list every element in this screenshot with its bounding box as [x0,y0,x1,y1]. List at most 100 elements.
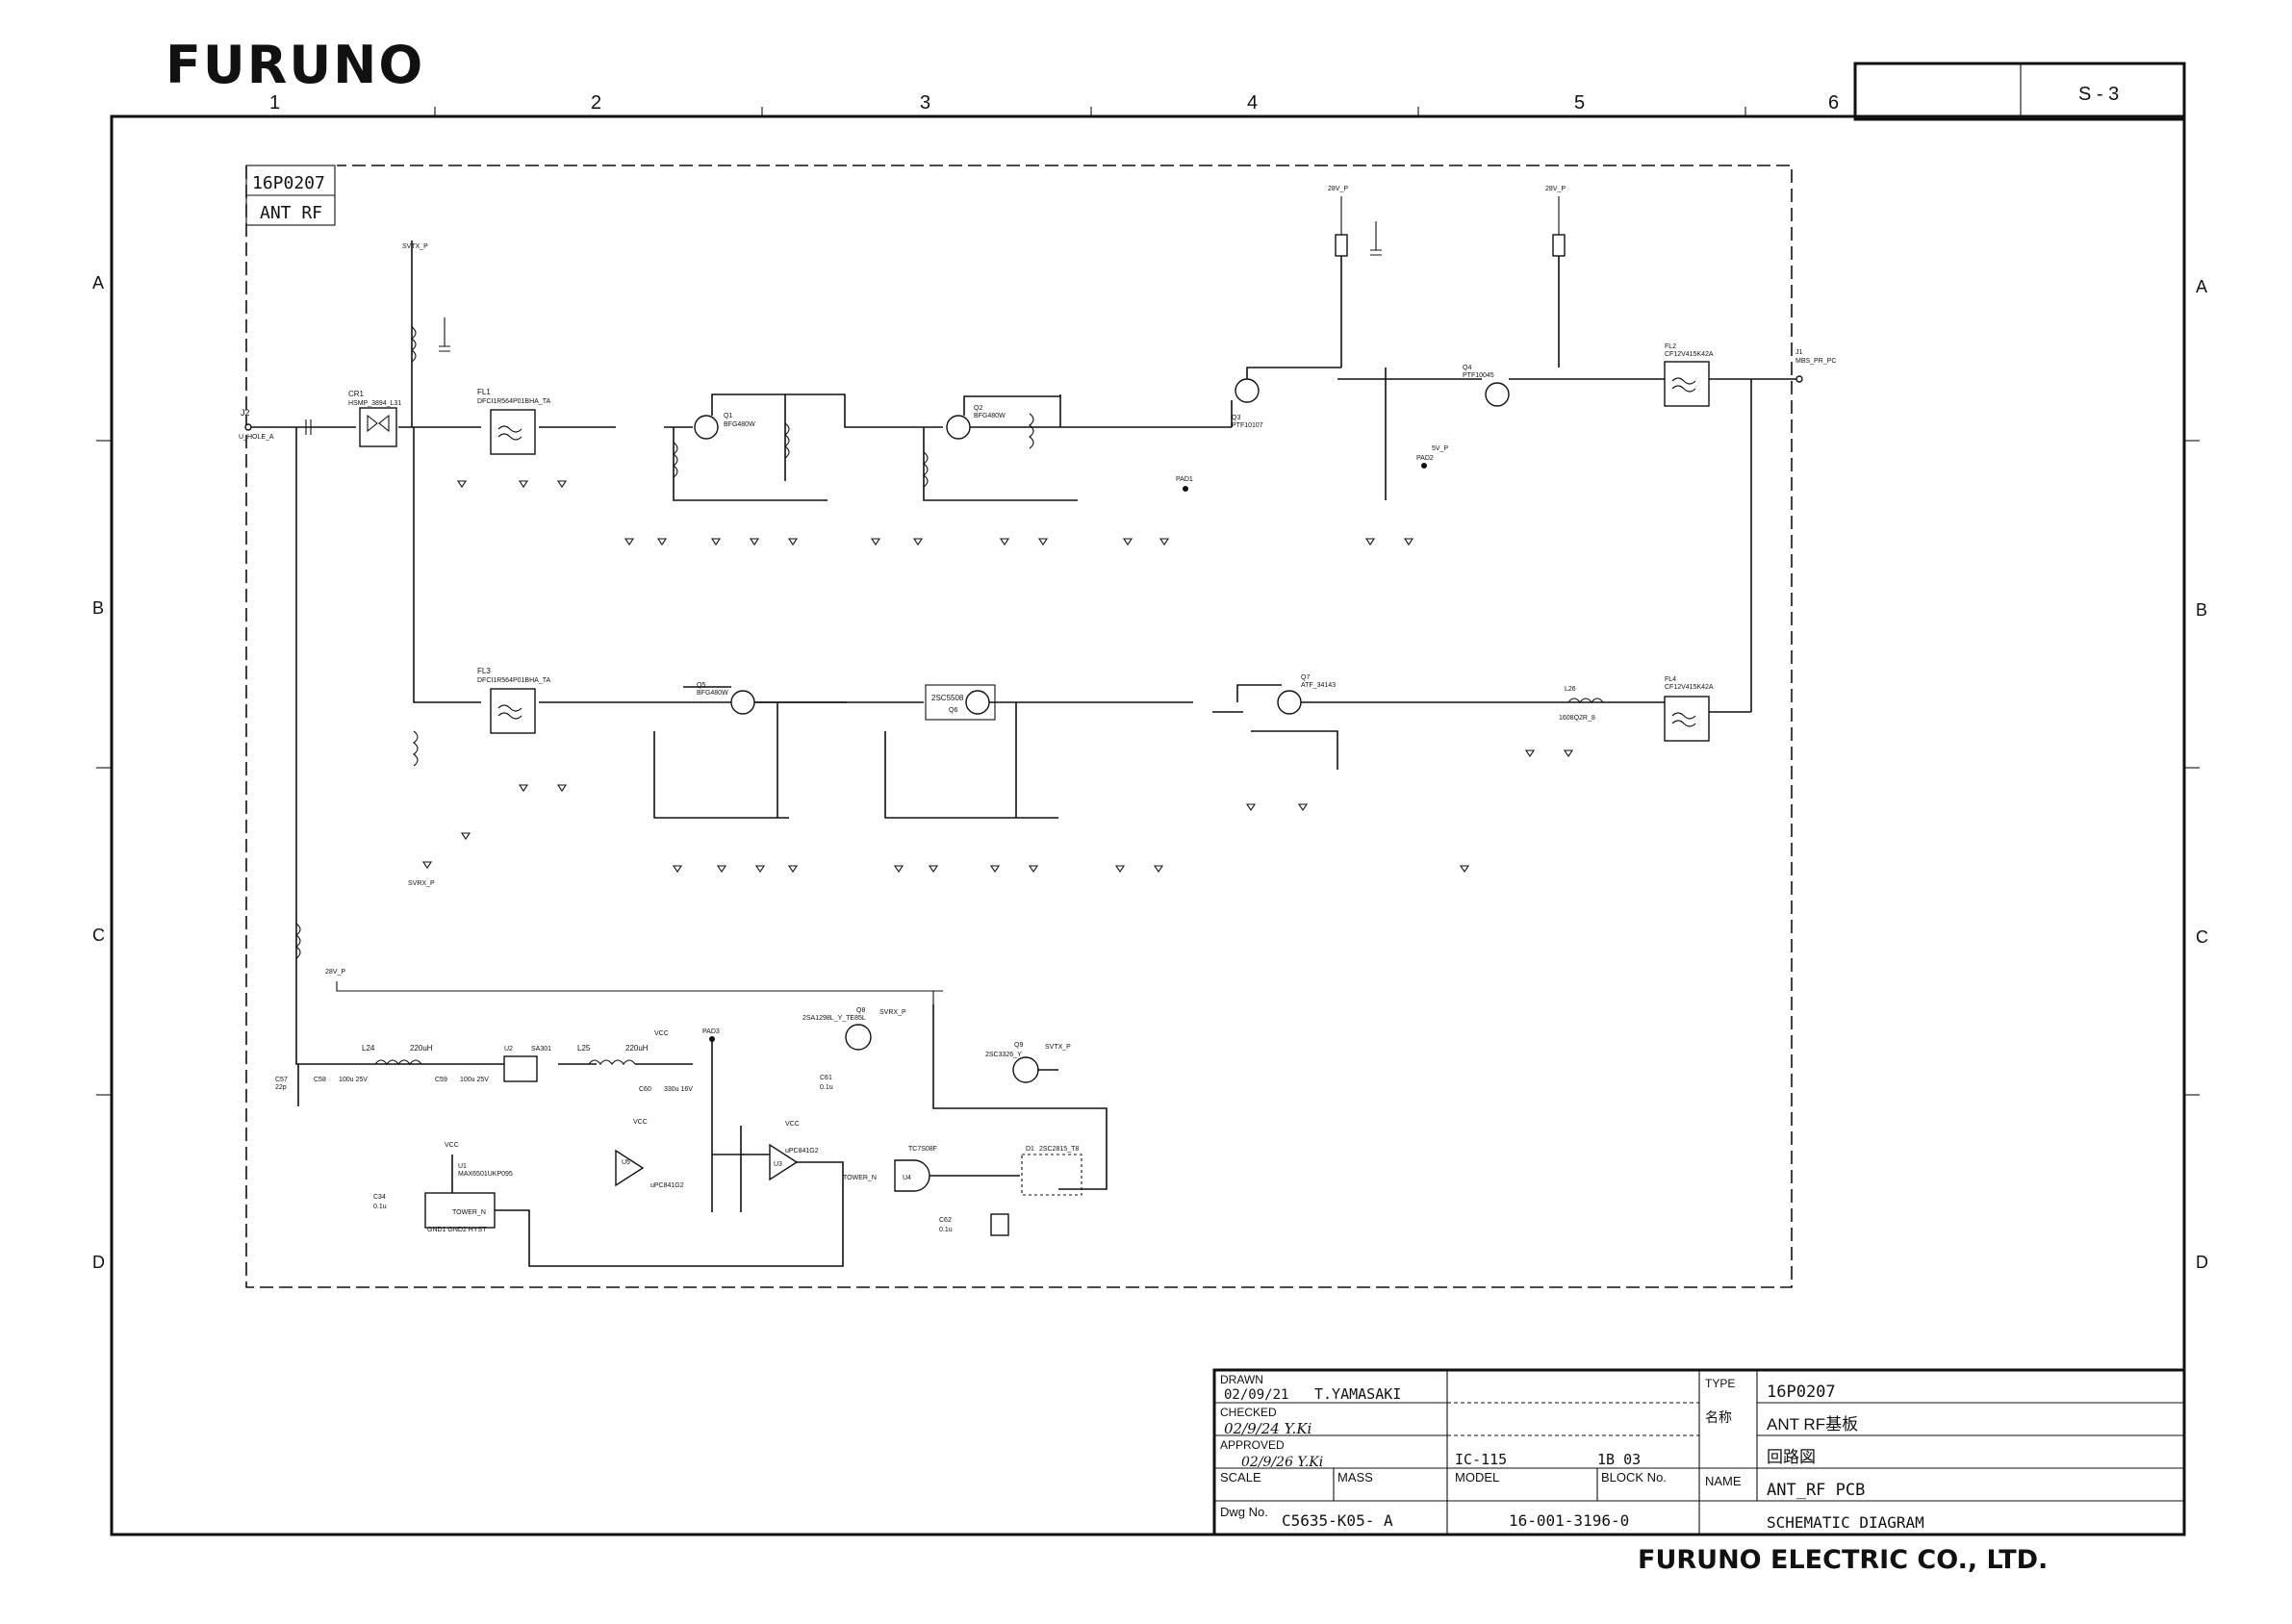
grid-row-c-left: C [92,926,105,945]
name-jp-value: ANT RF基板 [1767,1415,1858,1434]
fl2-ref: FL2 [1665,343,1676,350]
cr1-ref: CR1 [348,390,365,398]
drawn-date: 02/09/21 [1224,1387,1288,1403]
doc-number: 16-001-3196-0 [1509,1511,1629,1530]
grid-col-3: 3 [920,92,930,114]
grid-col-2: 2 [591,92,601,114]
vcc-label-u3: VCC [785,1121,800,1128]
block-value: 1B 03 [1597,1451,1641,1468]
q8-part: 2SA1298L_Y_TE85L [802,1015,866,1022]
gnd-pins-label: GND1 GND2 HYST [427,1227,487,1233]
dwg-value: C5635-K05- A [1282,1511,1393,1530]
cr1-part: HSMP_3894_L31 [348,400,401,407]
c61-val: 0.1u [820,1084,833,1091]
furuno-logo: FURUNO [166,35,424,95]
block-label: BLOCK No. [1601,1470,1667,1484]
drawn-label: DRAWN [1220,1373,1263,1386]
grid-col-5: 5 [1574,92,1585,114]
c34-val: 0.1u [373,1204,387,1210]
model-label: MODEL [1455,1470,1499,1484]
rail-28v-right: 28V_P [1545,186,1566,192]
model-value: IC-115 [1455,1451,1507,1468]
q1-ref: Q1 [724,413,732,419]
c59-val: 100u 25V [460,1077,489,1083]
grid-row-a-left: A [92,273,104,292]
vcc-label-u1: VCC [445,1142,459,1149]
l26-val: 1608Q2R_8 [1559,715,1595,722]
name-value: ANT_RF PCB [1767,1481,1865,1500]
pad2-label: PAD2 [1416,455,1434,462]
rail-28v-power: 28V_P [325,969,345,976]
c62-ref: C62 [939,1217,952,1224]
title-block: DRAWN 02/09/21 T.YAMASAKI CHECKED 02/9/2… [1212,1368,2186,1536]
fl4-part: CF12V415K42A [1665,684,1714,691]
u4-part: TC7S08F [908,1146,937,1153]
pad1-label: PAD1 [1176,476,1193,483]
tower-label-u4: TOWER_N [843,1175,877,1181]
q7-ref: Q7 [1301,674,1310,681]
checked-label: CHECKED [1220,1406,1277,1419]
power-control-section: 28V_P C57 22p C58 100u 25V L24 220uH C59… [275,427,1448,1267]
l24-ref: L24 [362,1044,375,1053]
grid-col-4: 4 [1247,92,1258,114]
board-name: ANT RF [260,203,322,223]
svtx-rail-top: SVTX_P [402,243,428,250]
drawing-frame [110,114,2186,1536]
type-label: TYPE [1705,1377,1735,1390]
lower-rf-chain: FL3 DFCI1R564P01BHA_TA SVRX_P Q5 BFG480W… [408,427,1751,887]
name-label: NAME [1705,1474,1742,1488]
d1-part: 2SC2815_T8 [1039,1146,1079,1153]
c34-ref: C34 [373,1194,386,1201]
diagram-jp: 回路図 [1767,1448,1816,1466]
grid-columns: 1 2 3 4 5 6 [269,92,1839,114]
type-value: 16P0207 [1767,1383,1836,1402]
connector-in-label: J2 [241,408,250,418]
svtx-rail-q9: SVTX_P [1045,1044,1071,1051]
c57-val: 22p [275,1084,287,1091]
approved-signature: 02/9/26 Y.Ki [1241,1455,1323,1470]
q5-ref: Q5 [697,682,705,689]
company-name: FURUNO ELECTRIC CO., LTD. [1638,1545,2048,1575]
q4-ref: Q4 [1463,365,1471,371]
l25-val: 220uH [625,1044,649,1053]
q9-ref: Q9 [1014,1042,1023,1049]
c60-ref: C60 [639,1086,651,1093]
q7-part: ATF_34143 [1301,682,1336,689]
board-outline: 16P0207 ANT RF [245,165,1793,1288]
fl4-ref: FL4 [1665,676,1676,683]
q9-part: 2SC3326_Y [985,1052,1022,1058]
connector-out-signal: MBS_PR_PC [1795,358,1836,365]
vcc-label-u5: VCC [633,1119,648,1126]
u4-ref: U4 [903,1175,911,1181]
fl2-part: CF12V415K42A [1665,351,1714,358]
q8-ref: Q8 [856,1007,865,1014]
c61-ref: C61 [820,1075,832,1081]
grid-rows-left: A B C D [92,273,105,1272]
svrx-rail-left: SVRX_P [408,880,435,887]
d1-ref: D1 [1026,1146,1034,1153]
q3-part: PTF10107 [1232,422,1263,429]
grid-row-b-right: B [2196,600,2207,620]
rail-5v-label: 5V_P [1432,445,1448,452]
connector-in-signal: U_HOLE_A [239,434,274,441]
connector-out-label: J1 [1795,349,1803,356]
sheet-number: S - 3 [2078,84,2119,105]
grid-col-6: 6 [1828,92,1839,114]
grid-row-d-left: D [92,1253,105,1272]
c62-val: 0.1u [939,1227,953,1233]
fl3-ref: FL3 [477,667,491,675]
u1-part: MAX6501UKP095 [458,1171,513,1178]
approved-label: APPROVED [1220,1438,1285,1452]
mass-label: MASS [1337,1470,1373,1484]
q6-part: 2SC5508 [931,694,964,702]
tower-label-u1: TOWER_N [452,1209,486,1216]
diagram-type: SCHEMATIC DIAGRAM [1767,1513,1924,1532]
dwg-label: Dwg No. [1220,1505,1268,1519]
fl3-part: DFCI1R564P01BHA_TA [477,677,550,684]
u2-part: SA301 [531,1046,551,1053]
q2-ref: Q2 [974,405,982,412]
u5-part: uPC841G2 [650,1182,684,1189]
u1-ref: U1 [458,1163,467,1170]
q5-part: BFG480W [697,690,728,697]
